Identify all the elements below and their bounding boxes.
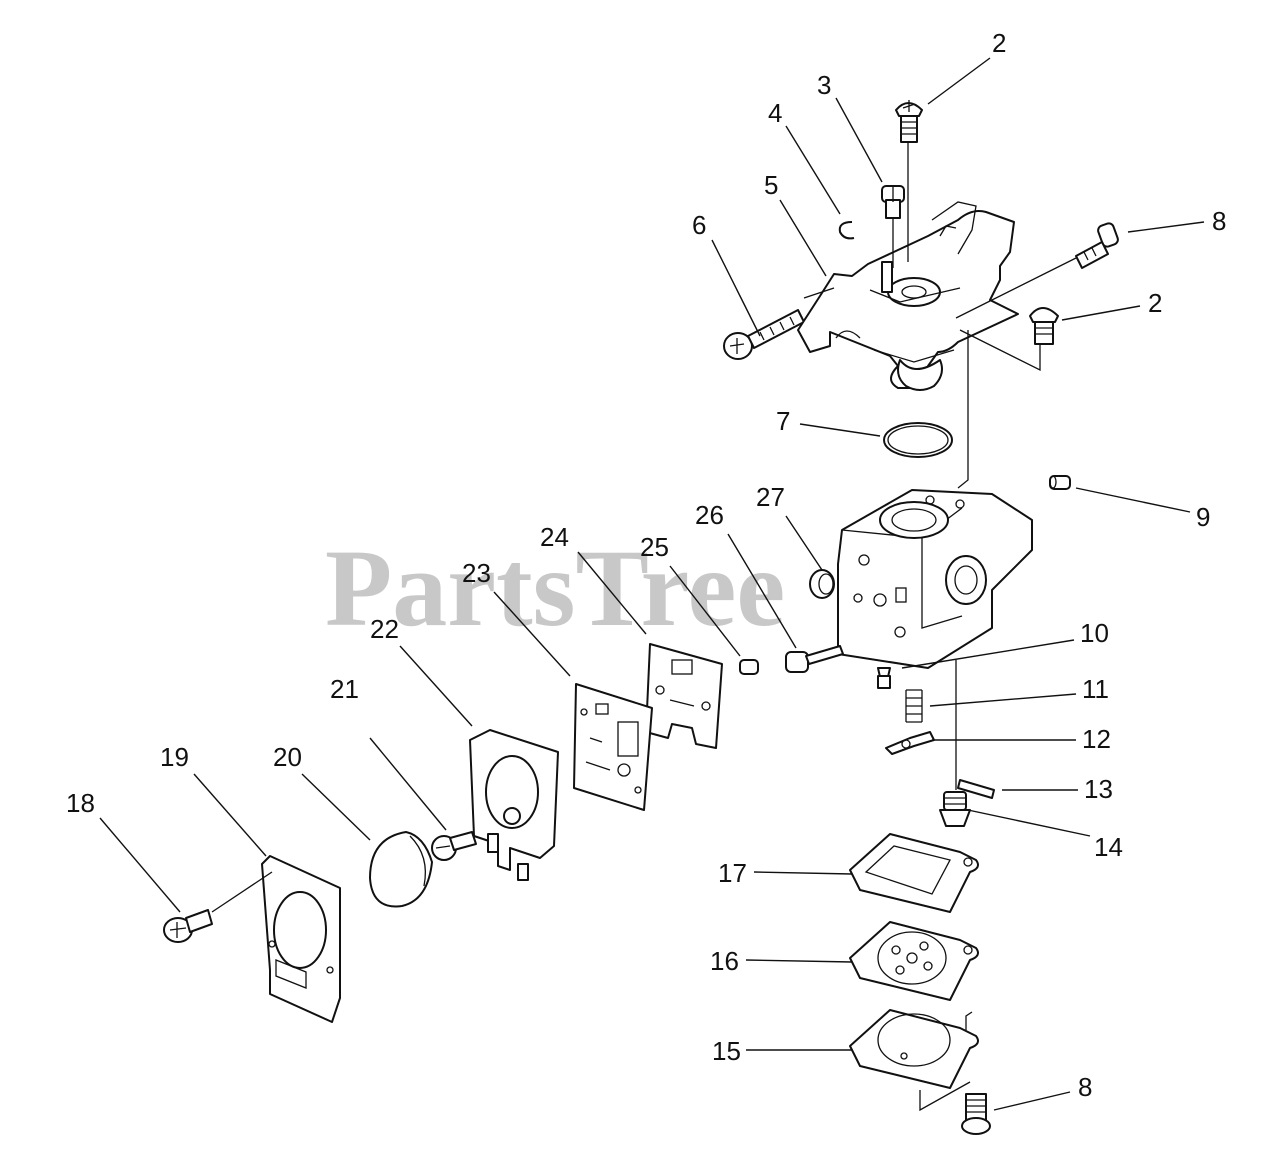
part-16-diaphragm[interactable]	[849, 921, 979, 1001]
callout-17: 17	[718, 858, 747, 888]
part-9-plug[interactable]	[1049, 475, 1071, 490]
callout-23: 23	[462, 558, 491, 588]
part-23-plate[interactable]	[573, 683, 653, 811]
callout-9: 9	[1196, 502, 1210, 532]
callout-3: 3	[817, 70, 831, 100]
part-12-lever[interactable]	[885, 731, 935, 755]
part-7-o-ring[interactable]	[883, 422, 953, 458]
part-11-spring[interactable]	[905, 689, 923, 723]
callout-27: 27	[756, 482, 785, 512]
callout-5: 5	[764, 170, 778, 200]
part-4-clip[interactable]	[838, 221, 855, 240]
callout-10: 10	[1080, 618, 1109, 648]
part-26-fitting[interactable]	[785, 645, 844, 673]
part-8-bottom-screw[interactable]	[961, 1093, 991, 1135]
part-2-top-screw[interactable]	[895, 100, 923, 143]
callout-4: 4	[768, 98, 782, 128]
part-14-jet[interactable]	[939, 791, 971, 827]
assembly-guide-lines	[211, 142, 1077, 1112]
part-13-pin[interactable]	[957, 779, 995, 799]
callout-20: 20	[273, 742, 302, 772]
part-15-cover[interactable]	[849, 1009, 979, 1089]
callout-19: 19	[160, 742, 189, 772]
part-10-needle[interactable]	[877, 667, 891, 689]
part-25-plug[interactable]	[739, 659, 759, 675]
part-2-right-screw[interactable]	[1029, 307, 1059, 345]
part-27-plug[interactable]	[809, 569, 835, 599]
part-22-pump-cover[interactable]	[469, 729, 559, 881]
callout-2-top: 2	[992, 28, 1006, 58]
watermark: PartsTree ™	[325, 527, 896, 649]
callout-14: 14	[1094, 832, 1123, 862]
part-3-adjust-screw[interactable]	[881, 185, 905, 219]
callout-18: 18	[66, 788, 95, 818]
callout-6: 6	[692, 210, 706, 240]
part-18-screw[interactable]	[163, 909, 213, 943]
part-8-right-screw[interactable]	[1075, 222, 1119, 269]
callout-7: 7	[776, 406, 790, 436]
callout-22: 22	[370, 614, 399, 644]
leader-lines	[99, 57, 1205, 1111]
callout-labels: 2 3 4 5 6 8 2 7 9 27 26 25 24 23 22 21 2…	[66, 28, 1226, 1102]
callout-12: 12	[1082, 724, 1111, 754]
callout-8-right: 8	[1212, 206, 1226, 236]
part-20-primer-bulb[interactable]	[369, 831, 433, 908]
callout-26: 26	[695, 500, 724, 530]
part-21-screw[interactable]	[431, 831, 477, 861]
callout-2-right: 2	[1148, 288, 1162, 318]
callout-15: 15	[712, 1036, 741, 1066]
carburetor-body[interactable]	[837, 489, 1033, 669]
part-6-long-screw[interactable]	[723, 309, 805, 360]
callout-11: 11	[1082, 674, 1109, 704]
callout-16: 16	[710, 946, 739, 976]
callout-8-bottom: 8	[1078, 1072, 1092, 1102]
callout-25: 25	[640, 532, 669, 562]
watermark-text: PartsTree	[325, 527, 785, 649]
callout-21: 21	[330, 674, 359, 704]
part-5-top-housing[interactable]	[797, 201, 1019, 391]
part-17-gasket[interactable]	[849, 833, 979, 913]
part-19-plate[interactable]	[261, 855, 341, 1023]
callout-13: 13	[1084, 774, 1113, 804]
callout-24: 24	[540, 522, 569, 552]
part-24-gasket[interactable]	[645, 643, 723, 749]
